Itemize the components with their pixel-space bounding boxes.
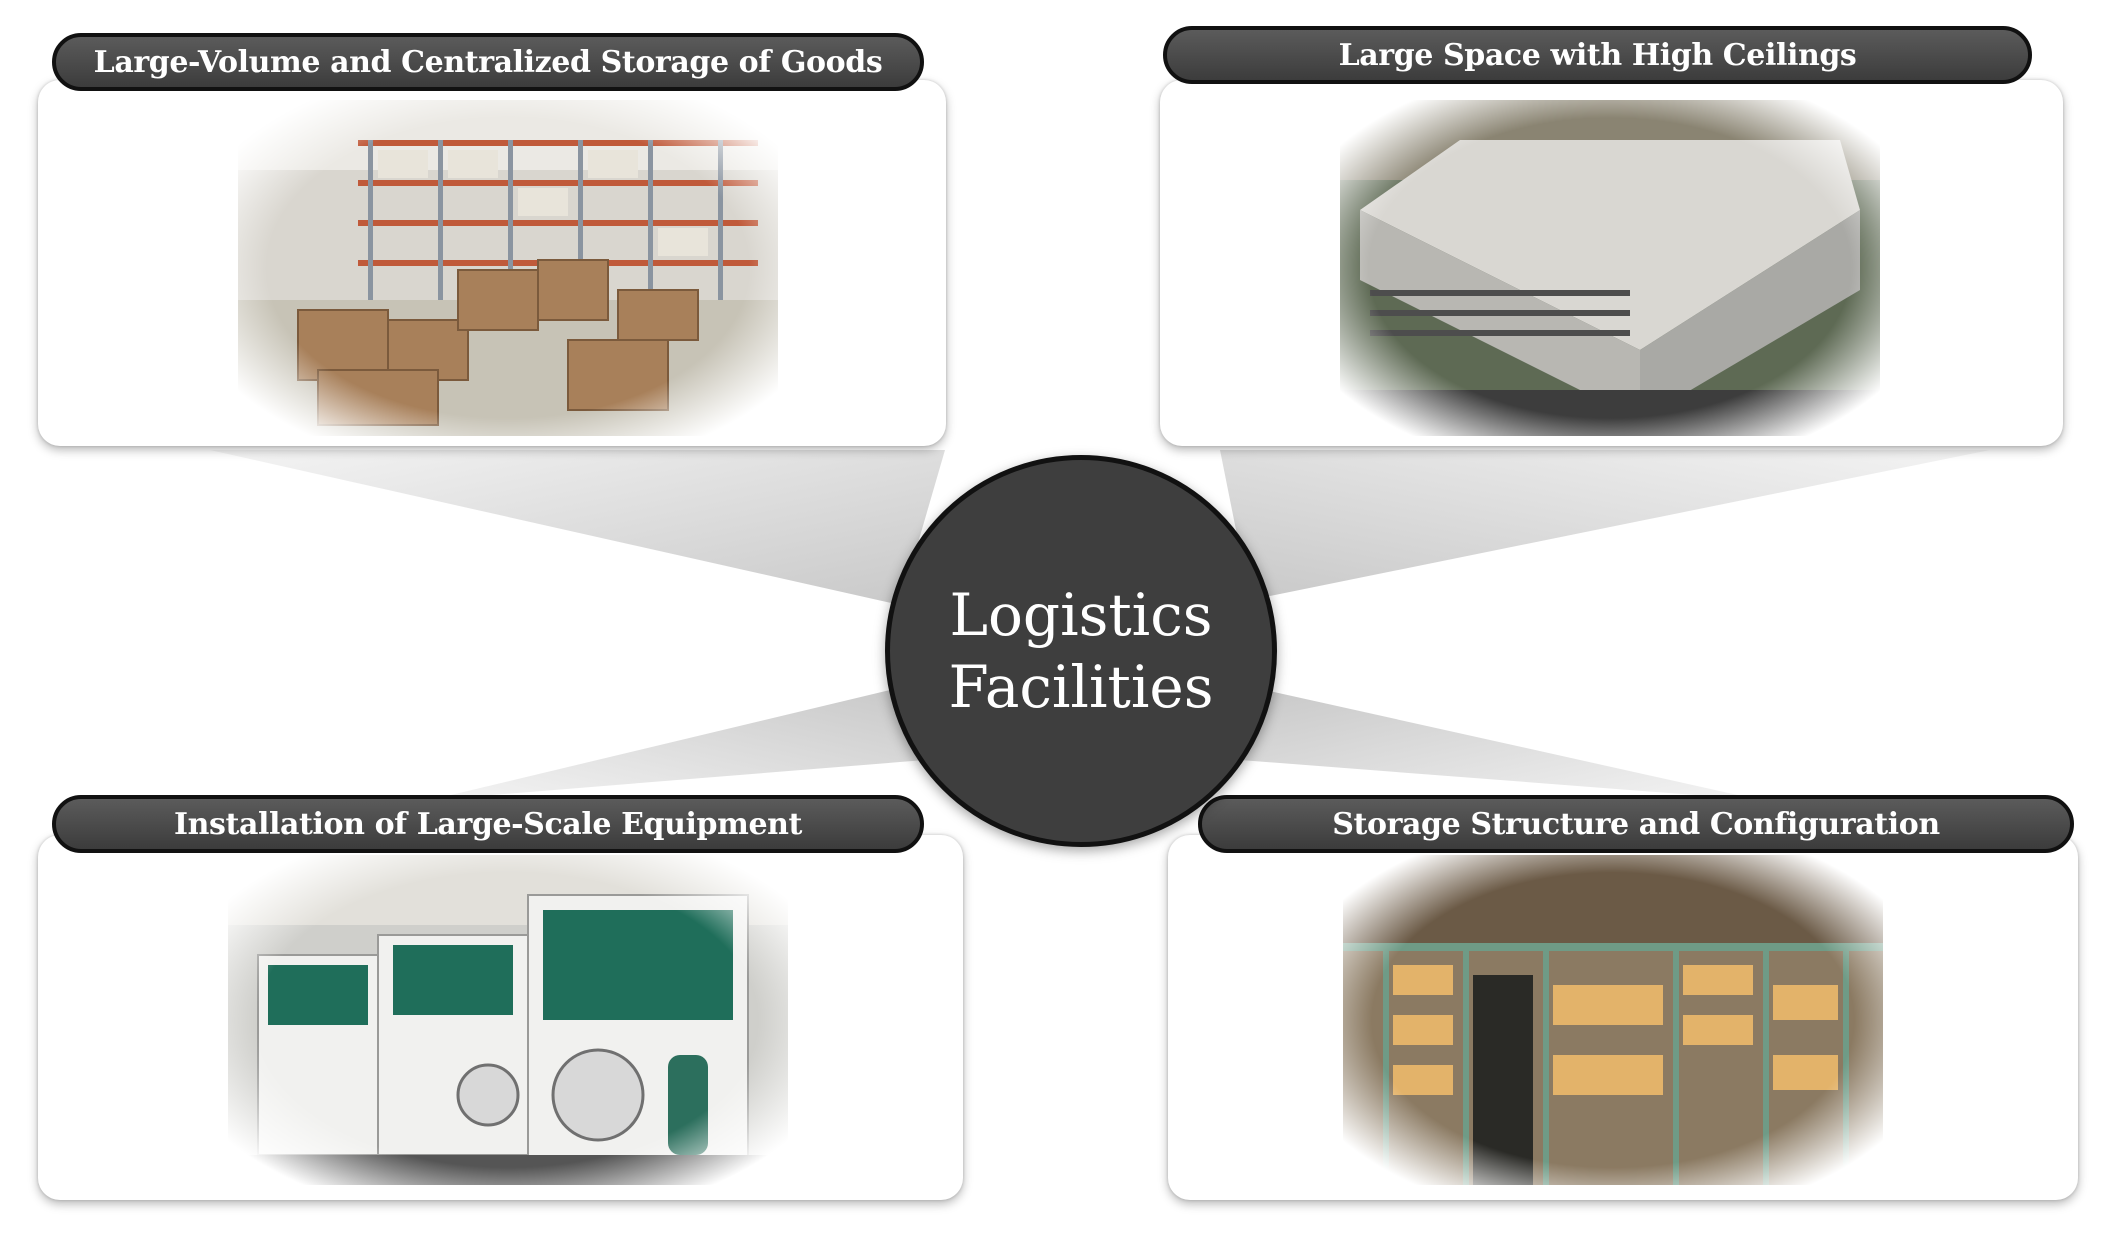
panel-title-large-equipment: Installation of Large-Scale Equipment [52, 795, 924, 853]
ray-bottom-left [430, 690, 925, 800]
warehouse-pallets-photo [238, 100, 778, 436]
center-label-line2: Facilities [948, 653, 1214, 721]
panel-storage-structure [1168, 835, 2078, 1200]
panel-storage-goods [38, 80, 946, 446]
panel-title-storage-goods: Large-Volume and Centralized Storage of … [52, 33, 924, 91]
ray-bottom-right [1240, 690, 1760, 800]
ray-top-left [210, 450, 945, 605]
ray-top-right [1220, 450, 1990, 600]
panel-title-high-ceilings: Large Space with High Ceilings [1163, 26, 2032, 84]
panel-title-storage-structure: Storage Structure and Configuration [1198, 795, 2074, 853]
mezzanine-racking-photo [1343, 855, 1883, 1185]
aerial-warehouse-photo [1340, 100, 1880, 436]
panel-large-equipment [38, 835, 963, 1200]
logistics-facilities-hub: Logistics Facilities [885, 455, 1277, 847]
panel-high-ceilings [1160, 80, 2063, 446]
industrial-chillers-photo [228, 855, 788, 1185]
center-label-line1: Logistics [949, 581, 1213, 649]
